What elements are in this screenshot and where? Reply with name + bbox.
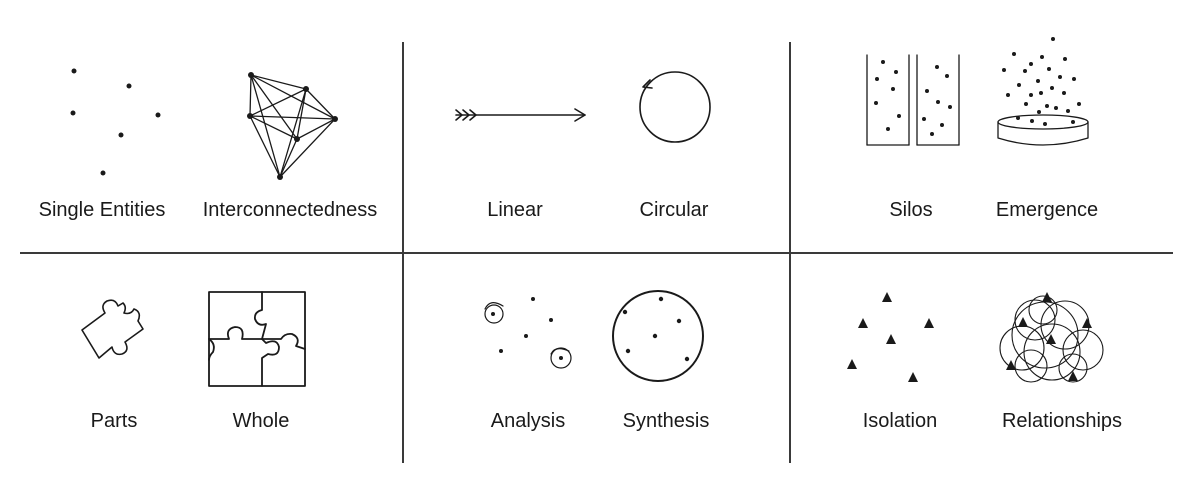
synthesis-illustration <box>612 290 704 382</box>
label-emergence: Emergence <box>995 199 1099 221</box>
single-entities-illustration <box>70 68 161 176</box>
linear-arrow-illustration <box>455 108 586 122</box>
label-interconnectedness: Interconnectedness <box>202 199 378 221</box>
isolation-illustration <box>847 292 934 382</box>
emergence-illustration <box>997 37 1089 146</box>
circular-illustration <box>639 71 711 143</box>
puzzle-piece-illustration <box>81 299 144 359</box>
label-linear: Linear <box>487 199 543 221</box>
silos-illustration <box>866 54 960 146</box>
label-relationships: Relationships <box>1001 410 1123 432</box>
label-whole: Whole <box>232 410 290 432</box>
interconnectedness-illustration <box>247 72 338 180</box>
analysis-illustration <box>484 297 572 369</box>
label-isolation: Isolation <box>862 410 938 432</box>
label-analysis: Analysis <box>490 410 566 432</box>
whole-puzzle-illustration <box>208 291 306 387</box>
label-circular: Circular <box>639 199 709 221</box>
label-parts: Parts <box>90 410 138 432</box>
horizontal-divider <box>20 252 1173 254</box>
label-single-entities: Single Entities <box>38 199 166 221</box>
label-synthesis: Synthesis <box>622 410 710 432</box>
relationships-illustration <box>999 292 1104 383</box>
label-silos: Silos <box>889 199 933 221</box>
